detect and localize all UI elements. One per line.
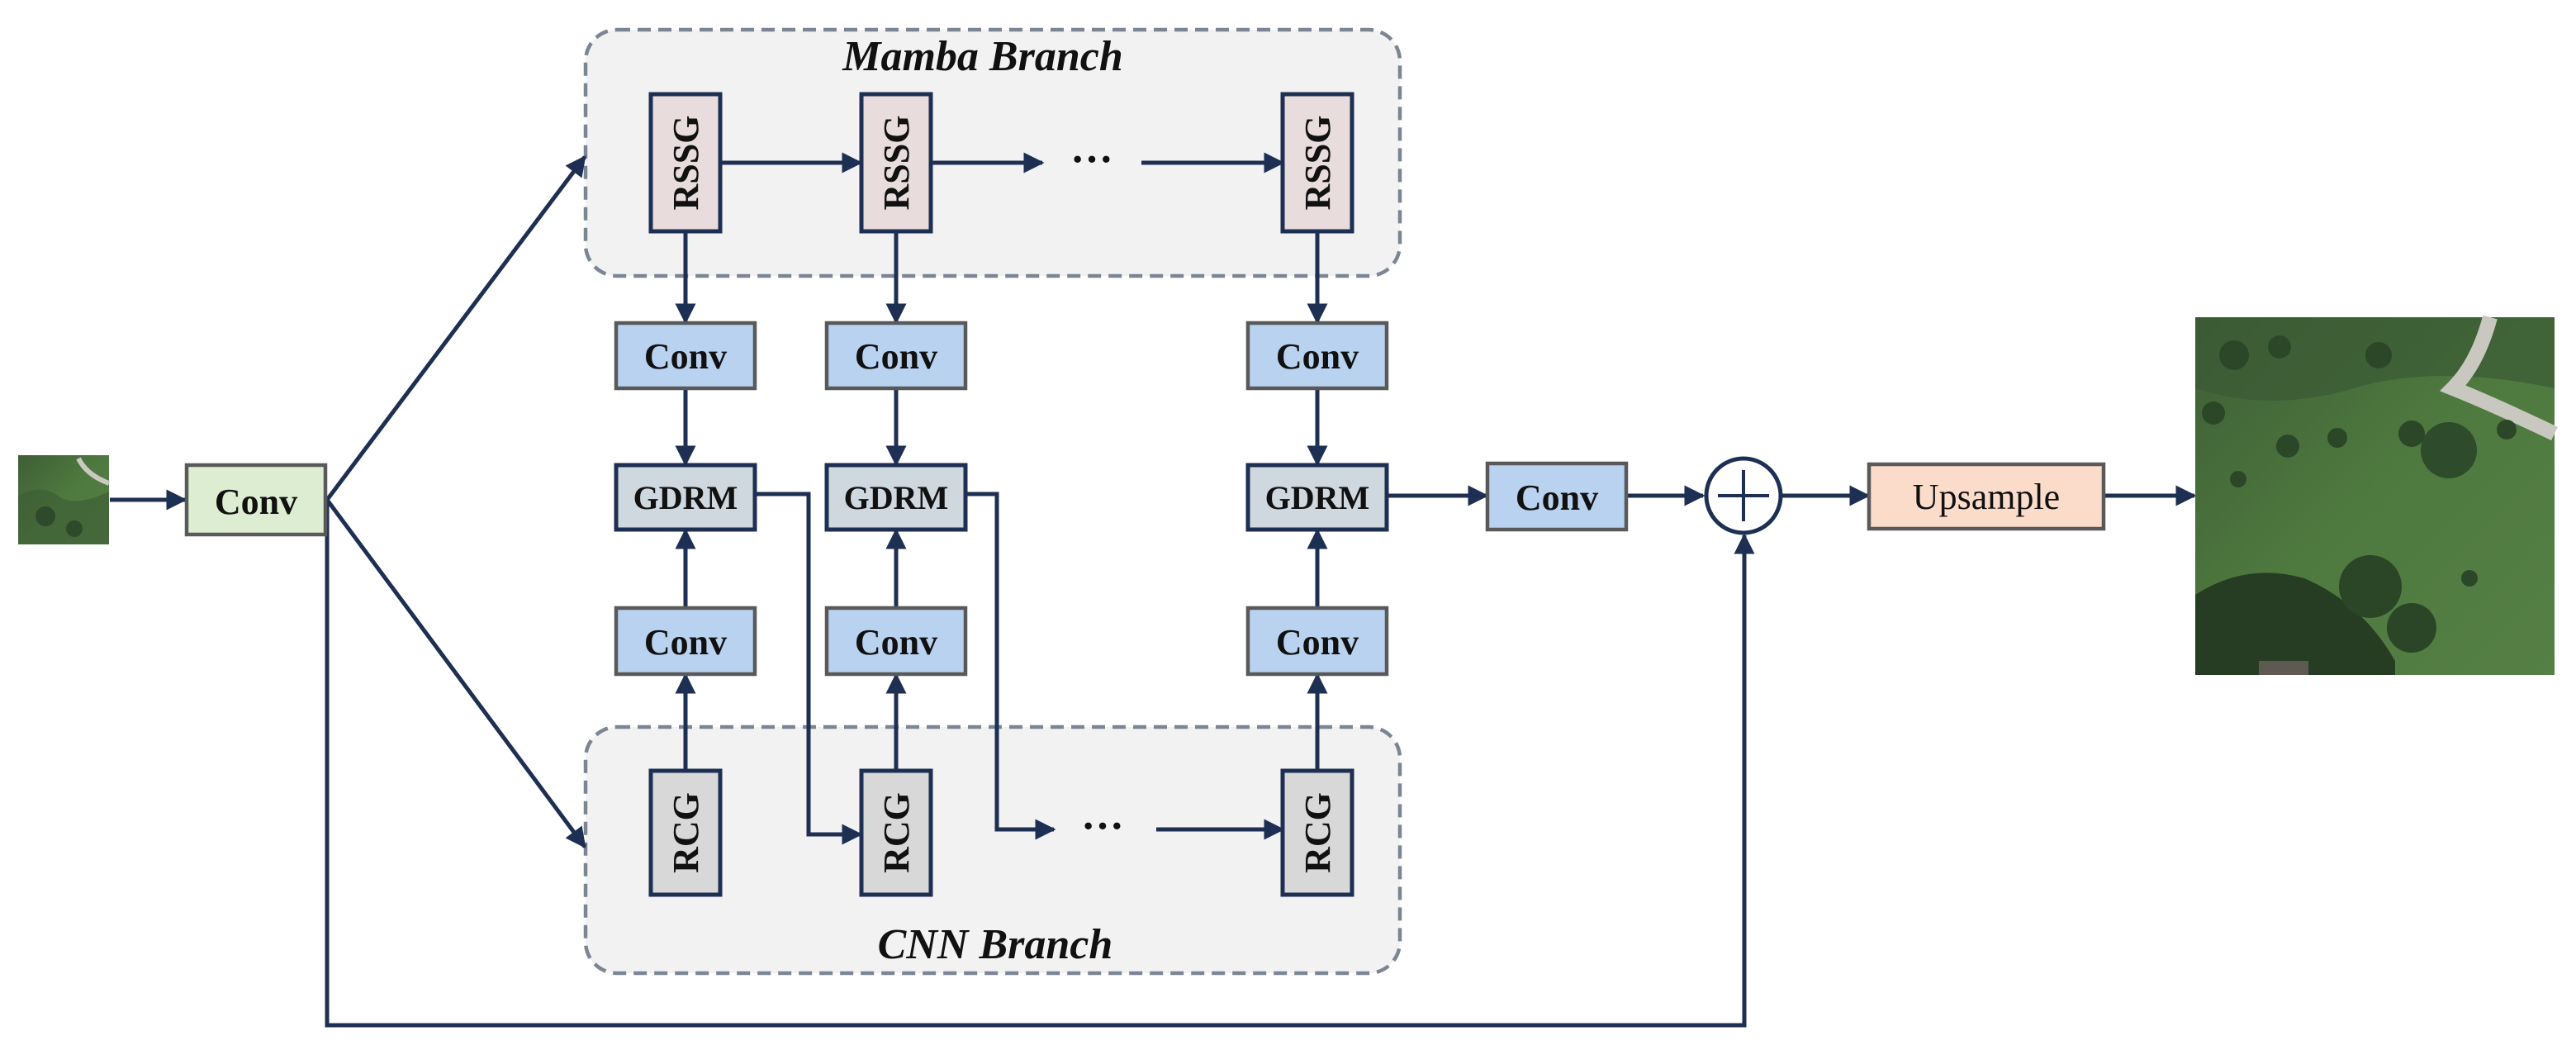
rssg-label-2: RSSG xyxy=(876,116,917,211)
plus-circle-icon xyxy=(1704,456,1783,535)
rcg-block-2: RCG xyxy=(859,768,933,897)
upsample-block: Upsample xyxy=(1867,462,2106,531)
bottom-conv-block-n: Conv xyxy=(1245,606,1389,677)
rssg-label-1: RSSG xyxy=(666,116,706,211)
bottom-conv-label-1: Conv xyxy=(644,622,727,663)
input-conv-label: Conv xyxy=(215,482,297,522)
top-conv-label-2: Conv xyxy=(855,336,937,377)
gdrm-block-n: GDRM xyxy=(1245,463,1389,532)
rssg-block-n: RSSG xyxy=(1280,92,1354,234)
cnn-ellipsis: ··· xyxy=(1081,803,1124,850)
gdrm-block-1: GDRM xyxy=(614,463,757,532)
rcg-label-2: RCG xyxy=(876,792,917,873)
output-image xyxy=(2195,315,2558,675)
cnn-branch-container xyxy=(583,725,1402,976)
gdrm-label-1: GDRM xyxy=(633,479,738,516)
mamba-branch-title: Mamba Branch xyxy=(842,33,1123,80)
top-conv-block-2: Conv xyxy=(824,321,968,391)
rssg-block-1: RSSG xyxy=(648,92,723,234)
fusion-conv-label: Conv xyxy=(1516,477,1598,518)
top-conv-label-n: Conv xyxy=(1276,336,1359,377)
bottom-conv-block-1: Conv xyxy=(614,606,757,677)
rssg-label-n: RSSG xyxy=(1297,116,1338,211)
rcg-label-1: RCG xyxy=(666,792,706,873)
cnn-branch-title: CNN Branch xyxy=(878,921,1113,968)
mamba-ellipsis: ··· xyxy=(1070,136,1113,183)
input-image xyxy=(18,455,111,544)
rcg-label-n: RCG xyxy=(1297,792,1338,873)
gdrm-label-2: GDRM xyxy=(844,479,949,516)
top-conv-block-1: Conv xyxy=(614,321,757,391)
upsample-label: Upsample xyxy=(1913,477,2060,517)
gdrm-label-n: GDRM xyxy=(1265,479,1370,516)
rcg-block-n: RCG xyxy=(1280,768,1354,897)
top-conv-block-n: Conv xyxy=(1245,321,1389,391)
input-conv-block: Conv xyxy=(184,463,328,537)
bottom-conv-label-2: Conv xyxy=(855,622,937,663)
bottom-conv-label-n: Conv xyxy=(1276,622,1359,663)
bottom-conv-block-2: Conv xyxy=(824,606,968,677)
top-conv-label-1: Conv xyxy=(644,336,727,377)
connections xyxy=(110,152,2197,1028)
rssg-block-2: RSSG xyxy=(859,92,933,234)
mamba-branch-container xyxy=(583,27,1402,278)
gdrm-block-2: GDRM xyxy=(824,463,968,532)
fusion-conv-block: Conv xyxy=(1485,461,1629,532)
rcg-block-1: RCG xyxy=(648,768,723,897)
